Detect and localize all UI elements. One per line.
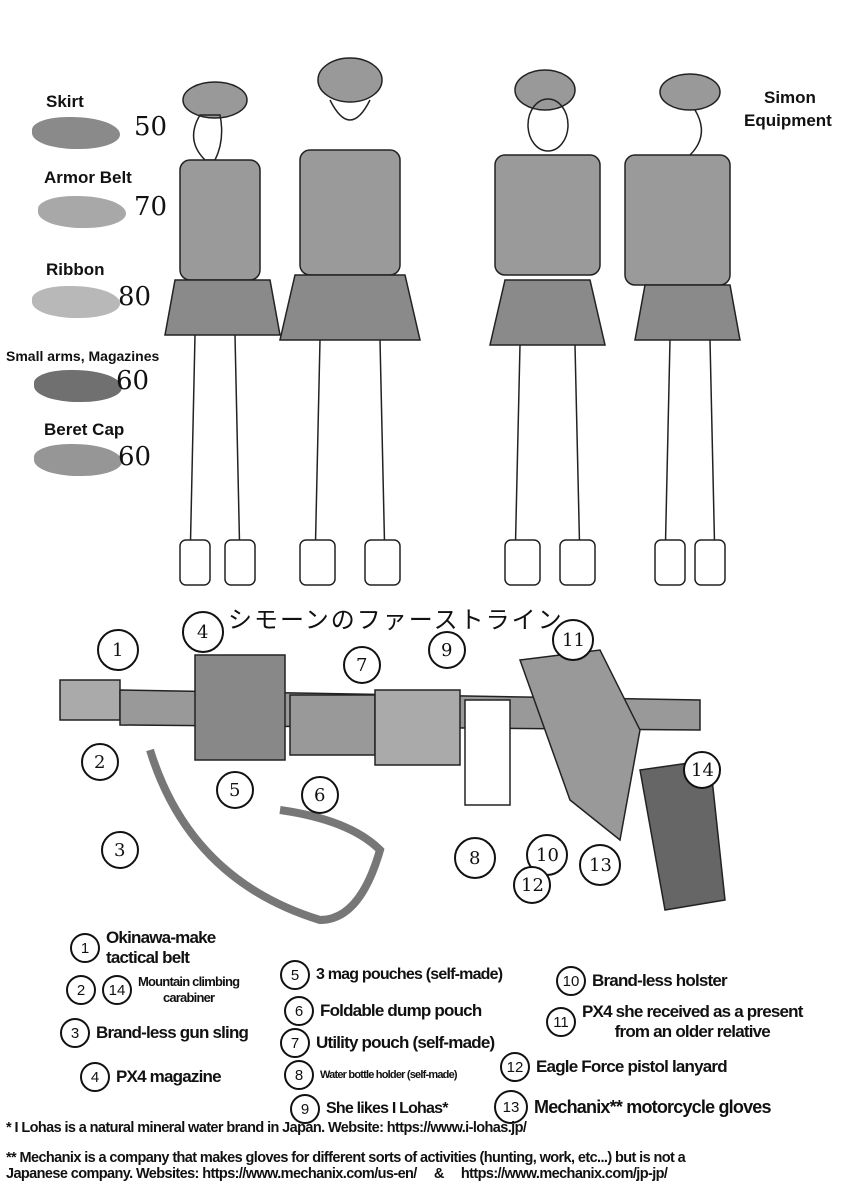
belt-illustration: 1 4 7 9 11 2 5 6 14 3 8 10 13 12: [59, 611, 726, 925]
sheet-title-line2: Equipment: [744, 111, 832, 130]
item-text: Utility pouch (self-made): [316, 1033, 495, 1052]
item-text: Foldable dump pouch: [320, 1001, 482, 1020]
svg-text:9: 9: [441, 640, 452, 661]
item-text: Brand-less holster: [592, 971, 728, 990]
item-text: PX4 magazine: [116, 1067, 222, 1086]
footnote-mechanix-line2: Japanese company. Websites: https://www.…: [6, 1166, 668, 1182]
item-number: 14: [102, 975, 132, 1005]
svg-text:7: 7: [356, 655, 367, 676]
item-number: 10: [556, 966, 586, 996]
item-text: Okinawa-make: [106, 928, 216, 947]
swatch-armor-belt: [38, 196, 126, 228]
gun-sling: [146, 748, 385, 925]
list-item-2-14: 2 14 Mountain climbing carabiner: [66, 974, 240, 1006]
legend-label-ribbon: Ribbon: [46, 260, 105, 279]
item-text: Water bottle holder (self-made): [320, 1069, 458, 1081]
legend-label-skirt: Skirt: [46, 92, 84, 111]
svg-text:1: 1: [112, 640, 123, 661]
figure-back: [279, 57, 421, 586]
item-text: 3 mag pouches (self-made): [316, 966, 503, 983]
legend-label-small-arms: Small arms, Magazines: [6, 348, 160, 364]
item-text: from an older relative: [614, 1022, 771, 1041]
mag-pouches: [194, 654, 286, 761]
list-item-10: 10 Brand-less holster: [556, 966, 728, 996]
item-number: 2: [66, 975, 96, 1005]
item-number: 11: [546, 1007, 576, 1037]
item-text: Eagle Force pistol lanyard: [536, 1057, 728, 1076]
footnotes: * I Lohas is a natural mineral water bra…: [6, 1120, 840, 1182]
figure-side-right: [624, 73, 741, 586]
dump-pouch: [289, 694, 376, 756]
legend-label-beret-cap: Beret Cap: [44, 420, 125, 439]
swatch-beret-cap: [34, 444, 122, 476]
svg-text:2: 2: [94, 752, 105, 773]
svg-text:14: 14: [691, 760, 714, 781]
item-text: PX4 she received as a present: [582, 1002, 803, 1021]
svg-text:10: 10: [536, 845, 559, 866]
svg-text:11: 11: [562, 630, 585, 651]
footnote-mechanix-line1: ** Mechanix is a company that makes glov…: [6, 1150, 686, 1166]
item-text: She likes I Lohas*: [326, 1100, 448, 1117]
item-text: Brand-less gun sling: [96, 1023, 249, 1042]
item-text: Mountain climbing: [138, 974, 240, 989]
list-item-1: 1 Okinawa-make tactical belt: [70, 928, 216, 968]
legend-value-skirt: 50: [134, 112, 168, 142]
item-text: Mechanix** motorcycle gloves: [534, 1096, 772, 1117]
utility-pouch: [374, 689, 461, 766]
item-number: 5: [280, 960, 310, 990]
svg-text:8: 8: [469, 848, 480, 869]
list-item-6: 6 Foldable dump pouch: [284, 996, 482, 1026]
list-item-3: 3 Brand-less gun sling: [60, 1018, 249, 1048]
list-item-7: 7 Utility pouch (self-made): [280, 1028, 495, 1058]
swatch-small-arms: [34, 370, 122, 402]
list-item-5: 5 3 mag pouches (self-made): [280, 960, 503, 990]
item-number: 13: [494, 1090, 528, 1124]
list-item-11: 11 PX4 she received as a present from an…: [546, 1002, 803, 1042]
svg-text:13: 13: [589, 855, 612, 876]
item-number: 12: [500, 1052, 530, 1082]
list-item-9: 9 She likes I Lohas*: [290, 1094, 448, 1124]
figure-front: [489, 69, 606, 586]
list-item-13: 13 Mechanix** motorcycle gloves: [494, 1090, 772, 1124]
belt-buckle: [59, 679, 121, 721]
water-bottle: [464, 699, 511, 806]
item-number: 9: [290, 1094, 320, 1124]
character-turnaround-illustration: [164, 57, 741, 586]
sheet-title-line1: Simon: [764, 88, 816, 107]
svg-text:12: 12: [521, 875, 544, 896]
list-item-8: 8 Water bottle holder (self-made): [284, 1060, 458, 1090]
item-number: 6: [284, 996, 314, 1026]
svg-text:4: 4: [197, 622, 208, 643]
svg-text:6: 6: [314, 785, 325, 806]
belt-title: シモーンのファーストライン: [228, 607, 564, 634]
item-number: 7: [280, 1028, 310, 1058]
svg-text:5: 5: [229, 780, 240, 801]
item-text: tactical belt: [106, 948, 190, 967]
svg-text:3: 3: [114, 840, 125, 861]
legend-value-armor-belt: 70: [134, 192, 168, 222]
footnote-i-lohas: * I Lohas is a natural mineral water bra…: [6, 1120, 527, 1136]
item-number: 3: [60, 1018, 90, 1048]
legend-value-beret-cap: 60: [118, 442, 152, 472]
legend-label-armor-belt: Armor Belt: [44, 168, 132, 187]
swatch-skirt: [32, 117, 120, 149]
item-number: 4: [80, 1062, 110, 1092]
item-number: 1: [70, 933, 100, 963]
list-item-4: 4 PX4 magazine: [80, 1062, 222, 1092]
item-number: 8: [284, 1060, 314, 1090]
legend-value-small-arms: 60: [116, 366, 150, 396]
swatch-ribbon: [32, 286, 120, 318]
legend-value-ribbon: 80: [118, 282, 152, 312]
holster: [518, 649, 641, 842]
item-text: carabiner: [162, 990, 215, 1005]
list-item-12: 12 Eagle Force pistol lanyard: [500, 1052, 728, 1082]
figure-side-left: [164, 81, 281, 586]
